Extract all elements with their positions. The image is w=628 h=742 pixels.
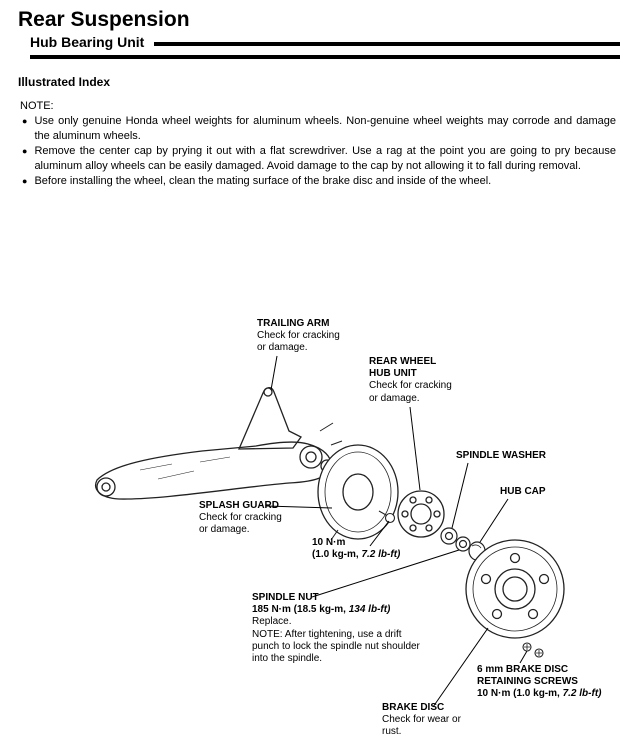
torque-line: 10 N·m (1.0 kg-m, 7.2 lb-ft) [477,688,601,700]
note-label: NOTE: [20,100,54,113]
torque-detail-italic: 7.2 lb-ft) [361,549,401,561]
torque-italic: 134 lb-ft) [348,604,391,616]
callout-title: SPLASH GUARD [199,500,280,511]
callout-splash-guard: SPLASH GUARD Check for cracking or damag… [199,500,282,537]
notes-list: ● Use only genuine Honda wheel weights f… [18,114,618,189]
callout-spindle-washer: SPINDLE WASHER [456,450,546,462]
callout-rear-wheel-hub-unit: REAR WHEEL HUB UNIT Check for cracking o… [369,356,452,405]
callout-spindle-nut: SPINDLE NUT 185 N·m (18.5 kg-m, 134 lb-f… [252,592,420,665]
torque-value: 10 N·m [312,537,346,548]
callout-desc: Check for wear or rust. [382,714,461,738]
note-item: ● Use only genuine Honda wheel weights f… [22,114,616,143]
callout-hub-cap: HUB CAP [500,486,546,498]
leader-lines [265,355,528,708]
retaining-screws-art [522,642,544,658]
callout-title: BRAKE DISC [382,702,445,713]
splash-guard-art [317,444,399,541]
subtitle-row: Hub Bearing Unit [30,34,620,50]
torque-detail-pre: (1.0 kg-m, [312,549,362,561]
callout-title: HUB CAP [500,486,546,497]
callout-note: NOTE: After tightening, use a drift punc… [252,628,420,664]
bullet-icon: ● [22,116,28,127]
note-text: Remove the center cap by prying it out w… [34,145,616,172]
callout-title: 6 mm BRAKE DISC RETAINING SCREWS [477,664,578,688]
callout-title: REAR WHEEL HUB UNIT [369,356,437,380]
guard-bolt-art [378,510,396,524]
brake-disc-art [465,539,565,639]
section-heading: Illustrated Index [18,75,111,90]
torque-line: 185 N·m (18.5 kg-m, 134 lb-ft) [252,604,420,616]
callout-hub-torque: 10 N·m (1.0 kg-m, 7.2 lb-ft) [312,537,400,561]
torque-pre: 185 N·m (18.5 kg-m, [252,604,349,616]
note-item: ● Remove the center cap by prying it out… [22,144,616,173]
hub-unit-art [397,490,445,538]
torque-italic: 7.2 lb-ft) [562,688,602,700]
trailing-arm-art [95,386,343,500]
bullet-icon: ● [22,176,28,187]
callout-title: SPINDLE WASHER [456,450,547,461]
callout-desc: Check for cracking or damage. [257,330,340,354]
page-header: Rear Suspension Hub Bearing Unit [0,0,628,60]
torque-detail: (1.0 kg-m, 7.2 lb-ft) [312,549,400,561]
callout-desc: Check for cracking or damage. [199,512,282,536]
bullet-icon: ● [22,146,28,157]
note-text: Before installing the wheel, clean the m… [34,175,492,188]
replace-note: Replace. [252,616,292,628]
page-subtitle: Hub Bearing Unit [30,34,145,51]
header-rule-full [30,55,620,60]
note-item: ● Before installing the wheel, clean the… [22,174,616,189]
spindle-washer-art [440,527,458,545]
callout-brake-disc: BRAKE DISC Check for wear or rust. [382,702,461,739]
header-rule-right [154,41,620,46]
callout-retaining-screws: 6 mm BRAKE DISC RETAINING SCREWS 10 N·m … [477,664,601,701]
note-text: Use only genuine Honda wheel weights for… [34,115,616,142]
callout-trailing-arm: TRAILING ARM Check for cracking or damag… [257,318,340,355]
callout-title: TRAILING ARM [257,318,330,329]
torque-pre: 10 N·m (1.0 kg-m, [477,688,563,700]
callout-title: SPINDLE NUT [252,592,319,603]
callout-desc: Check for cracking or damage. [369,380,452,404]
page-title: Rear Suspension [18,8,190,31]
spindle-nut-art [455,536,471,552]
illustrated-index-section: Illustrated Index NOTE: ● Use only genui… [18,75,618,189]
